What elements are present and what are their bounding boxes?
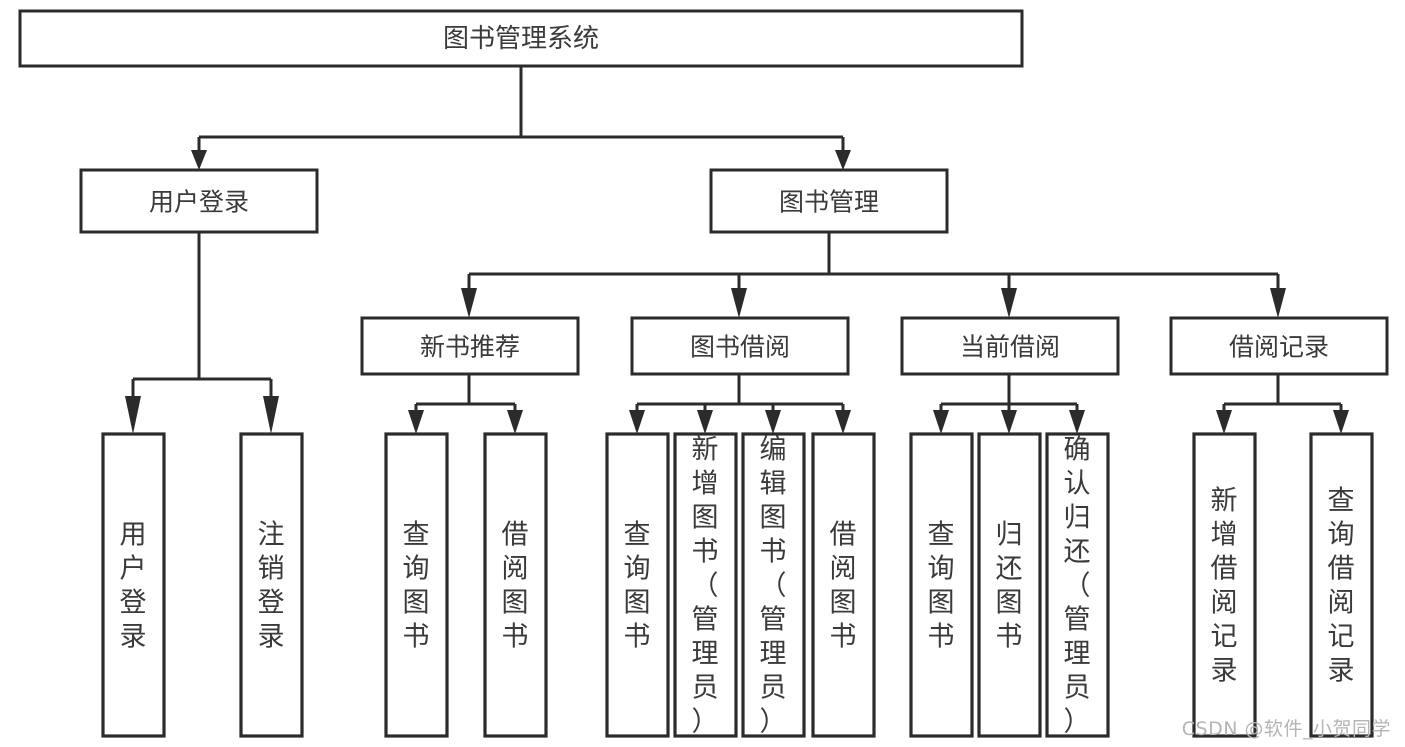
leaf-box-query-book-1[interactable] — [384, 432, 449, 738]
node-book-manage[interactable]: 图书管理 — [709, 168, 949, 234]
node-new-book-recommend[interactable]: 新书推荐 — [360, 316, 580, 376]
connector-root-to-level2 — [197, 66, 845, 152]
leaf-label-query-book-2: 查询图书 — [624, 520, 651, 653]
arrowhead-leaf-add-book — [697, 410, 713, 434]
connector-new-book-recommend-to-leaves — [414, 374, 517, 412]
watermark-text: CSDN @软件_小贺同学 — [1181, 718, 1391, 740]
arrowhead-borrow-record — [1270, 288, 1286, 318]
leaf-box-query-record[interactable] — [1309, 432, 1374, 738]
current-borrow-box[interactable] — [900, 316, 1120, 376]
user-login-label: 用户登录 — [149, 188, 249, 217]
leaf-node[interactable]: 确认归还（管理员） — [1045, 432, 1110, 738]
arrowhead-leaf-query-book-1 — [408, 410, 424, 434]
node-book-borrow[interactable]: 图书借阅 — [630, 316, 850, 376]
leaf-box-confirm-return[interactable] — [1045, 432, 1110, 738]
leaf-label-edit-book: 编辑图书（管理员） — [760, 435, 787, 738]
arrowhead-user-login — [191, 150, 207, 170]
book-borrow-label: 图书借阅 — [690, 333, 790, 362]
leaf-box-edit-book[interactable] — [741, 432, 806, 738]
leaf-box-add-record[interactable] — [1192, 432, 1257, 738]
leaf-node[interactable]: 借阅图书 — [811, 432, 876, 738]
leaf-box-user-login[interactable] — [101, 432, 166, 738]
root-label: 图书管理系统 — [443, 24, 599, 54]
leaf-label-add-book: 新增图书（管理员） — [692, 435, 719, 738]
arrowhead-leaf-query-record — [1333, 410, 1349, 434]
current-borrow-label: 当前借阅 — [960, 333, 1060, 362]
leaf-box-borrow-book-1[interactable] — [483, 432, 548, 738]
leaf-label-add-record: 新增借阅记录 — [1211, 486, 1238, 687]
leaf-node[interactable]: 查询图书 — [909, 432, 974, 738]
new-book-recommend-label: 新书推荐 — [420, 333, 520, 362]
arrowhead-leaf-borrow-book-2 — [835, 410, 851, 434]
arrowhead-new-book-recommend — [461, 288, 477, 318]
connector-book-manage-to-level3 — [467, 232, 1280, 290]
leaf-node[interactable]: 查询图书 — [605, 432, 670, 738]
arrowhead-leaf-query-book-2 — [629, 410, 645, 434]
leaf-node[interactable]: 用户登录 — [101, 432, 166, 738]
leaf-box-borrow-book-2[interactable] — [811, 432, 876, 738]
leaf-label-borrow-book-2: 借阅图书 — [830, 520, 857, 653]
node-user-login[interactable]: 用户登录 — [79, 168, 319, 234]
leaf-node[interactable]: 注销登录 — [239, 432, 304, 738]
leaf-node[interactable]: 编辑图书（管理员） — [741, 432, 806, 738]
leaf-box-add-book[interactable] — [673, 432, 738, 738]
node-borrow-record[interactable]: 借阅记录 — [1169, 316, 1389, 376]
leaf-label-return-book: 归还图书 — [996, 520, 1023, 653]
arrowhead-book-borrow — [731, 288, 747, 318]
leaf-node[interactable]: 新增借阅记录 — [1192, 432, 1257, 738]
leaf-label-logout: 注销登录 — [258, 520, 285, 653]
node-root[interactable]: 图书管理系统 — [18, 9, 1024, 68]
arrowhead-leaf-user-login — [125, 396, 141, 434]
connector-book-borrow-to-leaves — [635, 374, 845, 412]
leaf-label-borrow-book-1: 借阅图书 — [502, 520, 529, 653]
arrowhead-leaf-borrow-book-1 — [507, 410, 523, 434]
book-borrow-box[interactable] — [630, 316, 850, 376]
leaf-node[interactable]: 新增图书（管理员） — [673, 432, 738, 738]
arrowhead-leaf-edit-book — [765, 410, 781, 434]
borrow-record-box[interactable] — [1169, 316, 1389, 376]
arrowhead-leaf-return-book — [1001, 410, 1017, 434]
leaf-box-query-book-2[interactable] — [605, 432, 670, 738]
leaf-node[interactable]: 查询图书 — [384, 432, 449, 738]
leaf-node[interactable]: 查询借阅记录 — [1309, 432, 1374, 738]
arrowhead-leaf-confirm-return — [1069, 410, 1085, 434]
arrowhead-leaf-query-book-3 — [933, 410, 949, 434]
new-book-recommend-box[interactable] — [360, 316, 580, 376]
arrowhead-current-borrow — [1001, 288, 1017, 318]
leaf-label-confirm-return: 确认归还（管理员） — [1064, 435, 1091, 738]
connector-layer — [125, 66, 1349, 434]
arrowhead-leaf-add-record — [1216, 410, 1232, 434]
connector-current-borrow-to-leaves — [939, 374, 1079, 412]
arrowhead-leaf-logout — [263, 396, 279, 434]
leaf-label-query-book-1: 查询图书 — [403, 520, 430, 653]
leaf-box-return-book[interactable] — [977, 432, 1042, 738]
book-manage-label: 图书管理 — [779, 188, 879, 217]
connector-user-login-to-leaves — [131, 232, 273, 398]
book-manage-box[interactable] — [709, 168, 949, 234]
user-login-box[interactable] — [79, 168, 319, 234]
leaf-label-query-book-3: 查询图书 — [928, 520, 955, 653]
leaf-label-query-record: 查询借阅记录 — [1328, 486, 1355, 687]
node-current-borrow[interactable]: 当前借阅 — [900, 316, 1120, 376]
connector-borrow-record-to-leaves — [1222, 374, 1343, 412]
leaf-box-logout[interactable] — [239, 432, 304, 738]
borrow-record-label: 借阅记录 — [1229, 333, 1329, 362]
leaf-label-user-login: 用户登录 — [120, 520, 147, 653]
leaf-node[interactable]: 借阅图书 — [483, 432, 548, 738]
leaf-node[interactable]: 归还图书 — [977, 432, 1042, 738]
arrowhead-book-manage — [835, 150, 851, 170]
leaf-box-query-book-3[interactable] — [909, 432, 974, 738]
root-box[interactable] — [18, 9, 1024, 68]
